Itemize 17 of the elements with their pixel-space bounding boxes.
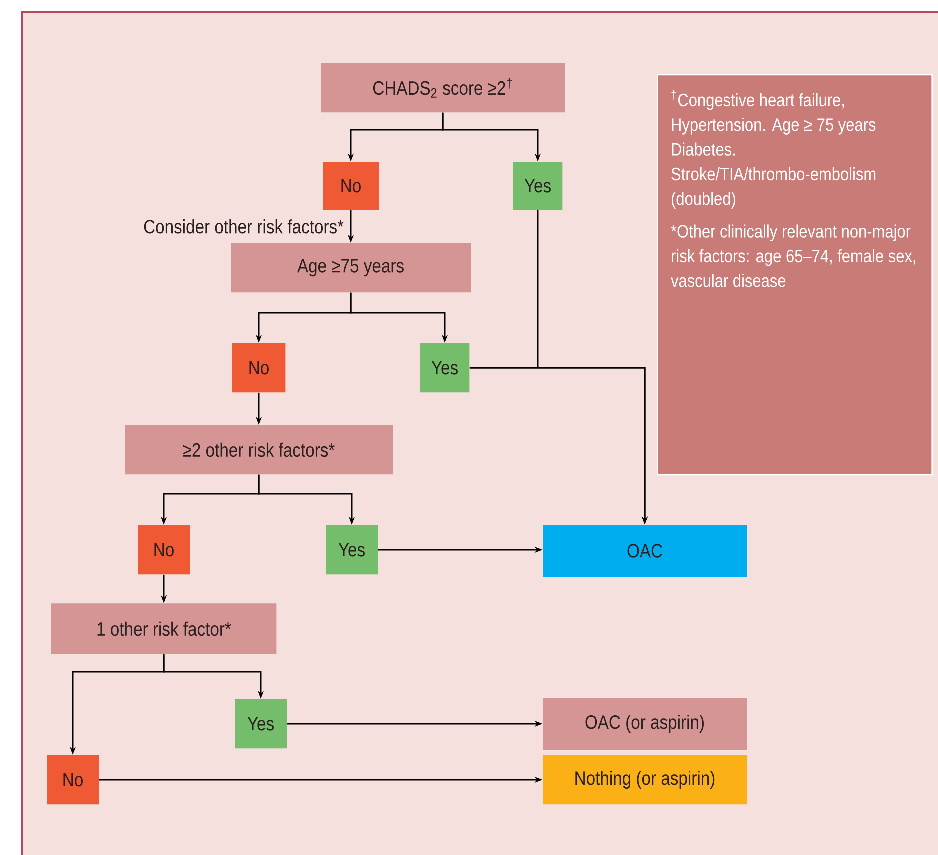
outcome-box: Nothing (or aspirin) xyxy=(543,755,747,805)
no-box: No xyxy=(47,755,99,805)
yes-box: Yes xyxy=(326,525,378,575)
condition-box: 1 other risk factor* xyxy=(51,604,277,654)
outcome-box: OAC (or aspirin) xyxy=(543,698,747,750)
outcome-box: OAC xyxy=(543,525,747,577)
edge-label: Consider other risk factors* xyxy=(142,218,346,236)
yes-box: Yes xyxy=(420,343,470,393)
yes-box: Yes xyxy=(235,699,287,749)
no-box: No xyxy=(138,525,190,575)
condition-box: Age ≥75 years xyxy=(231,243,471,293)
condition-box: CHADS$_{2}$ score ≥2$^{†}$ xyxy=(321,63,565,113)
yes-box: Yes xyxy=(513,162,563,210)
footnote-box: $^{†}$Congestive heart failure, Hypertension. Age ≥ 75 years Diabetes. Stroke/TIA/thrombo-embolism (doubled) *Other clinically relevant non-major risk factors: age 65–74, female sex, vascular disease xyxy=(657,74,934,476)
no-box: No xyxy=(232,343,286,393)
no-box: No xyxy=(323,162,379,210)
condition-box: ≥2 other risk factors* xyxy=(125,425,393,475)
